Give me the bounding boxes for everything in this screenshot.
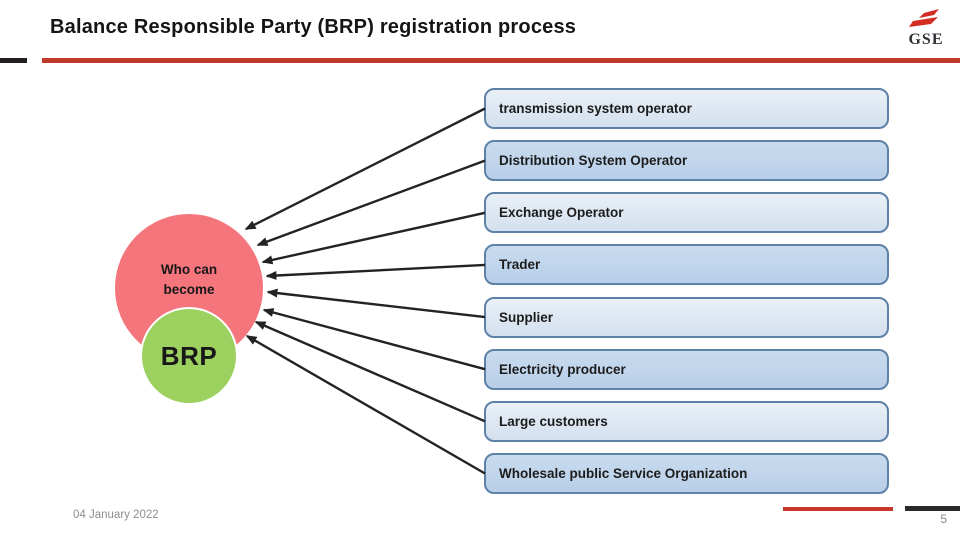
role-box: Wholesale public Service Organization xyxy=(484,453,889,494)
role-box-label: Electricity producer xyxy=(499,362,626,377)
role-box: transmission system operator xyxy=(484,88,889,129)
title-rule xyxy=(42,58,960,63)
role-box-label: Exchange Operator xyxy=(499,205,624,220)
role-box: Electricity producer xyxy=(484,349,889,390)
role-box-label: Trader xyxy=(499,257,541,272)
footer-black-bar xyxy=(905,506,960,511)
role-box-label: transmission system operator xyxy=(499,101,692,116)
gse-logo: GSE xyxy=(904,8,948,48)
brp-circle: BRP xyxy=(140,307,238,405)
page-number: 5 xyxy=(940,512,947,526)
role-box-label: Distribution System Operator xyxy=(499,153,688,168)
page-title: Balance Responsible Party (BRP) registra… xyxy=(50,16,577,38)
title-left-dash xyxy=(0,58,27,63)
role-box: Large customers xyxy=(484,401,889,442)
role-box: Distribution System Operator xyxy=(484,140,889,181)
who-can-become-label: Who can become xyxy=(160,262,218,297)
brp-label: BRP xyxy=(160,340,218,371)
gse-logo-text: GSE xyxy=(908,31,944,48)
role-box: Trader xyxy=(484,244,889,285)
role-box: Supplier xyxy=(484,297,889,338)
role-box-label: Supplier xyxy=(499,310,554,325)
footer-date: 04 January 2022 xyxy=(73,509,159,521)
role-box-label: Large customers xyxy=(499,414,608,429)
role-box: Exchange Operator xyxy=(484,192,889,233)
gse-swoosh-icon xyxy=(909,9,939,27)
role-box-label: Wholesale public Service Organization xyxy=(499,466,748,481)
footer-red-bar xyxy=(783,507,893,511)
